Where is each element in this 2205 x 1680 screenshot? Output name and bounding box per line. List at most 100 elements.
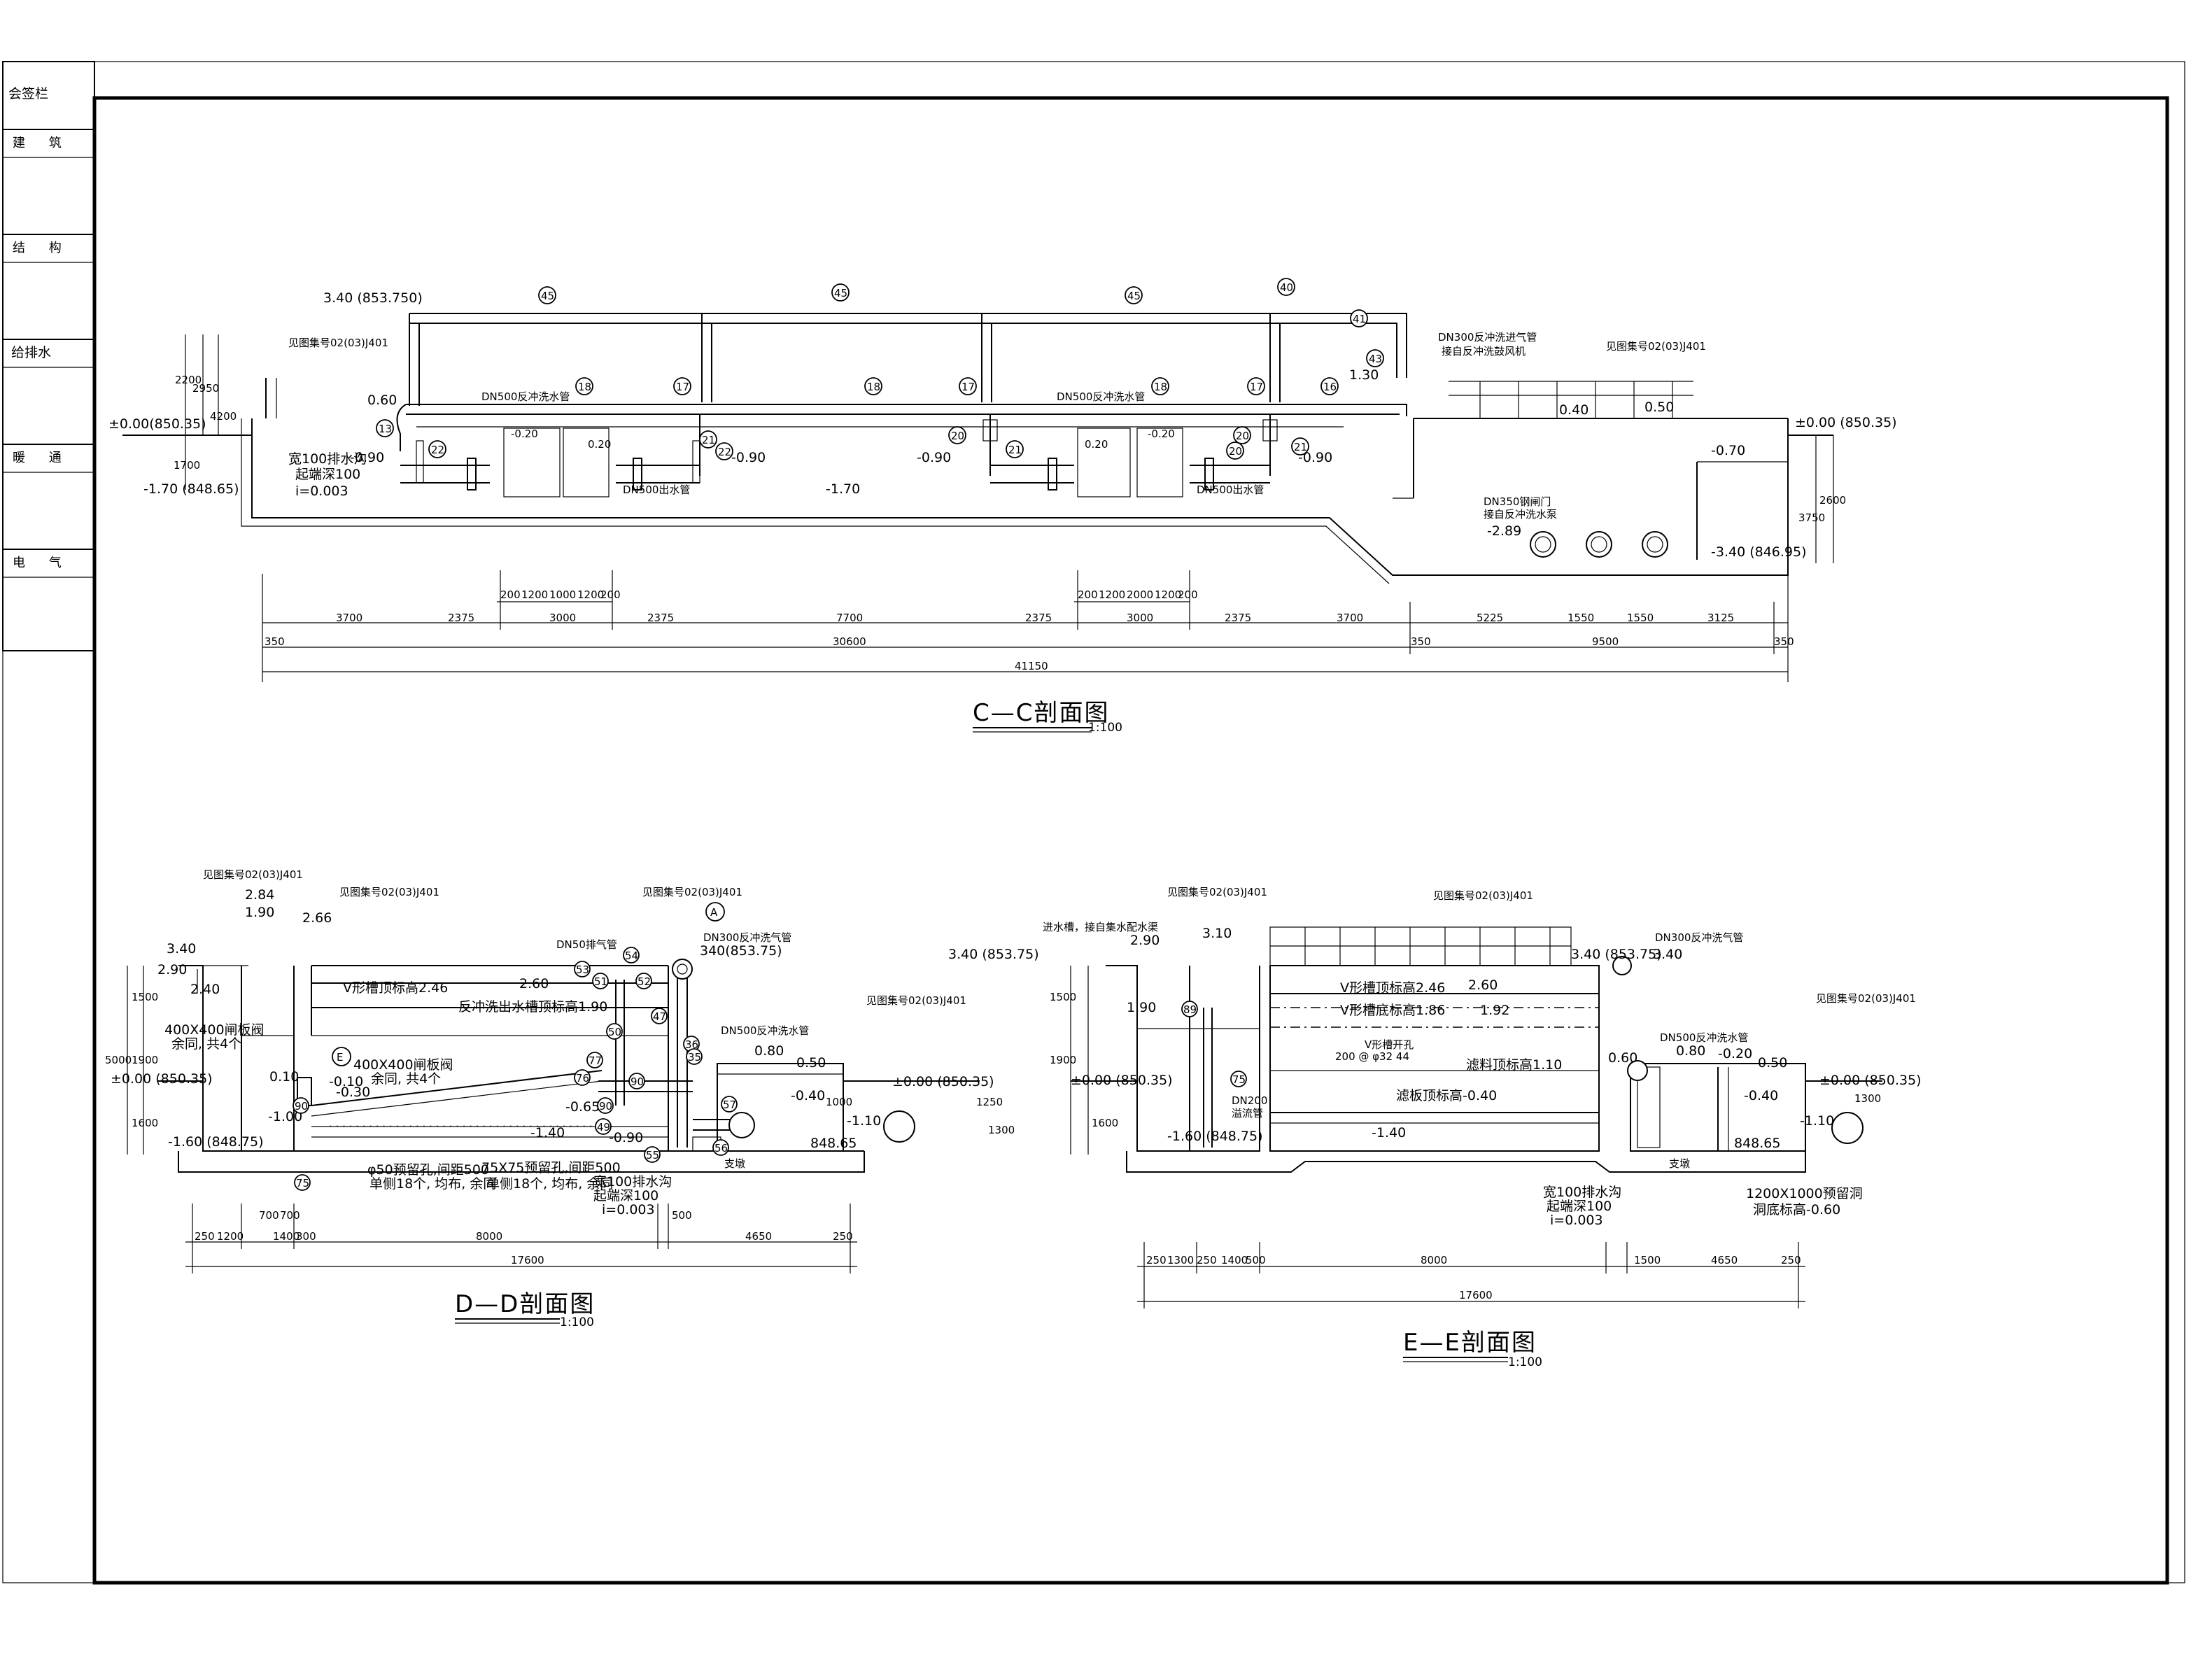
dd-elev: 2.66 xyxy=(302,910,332,926)
cc-callout: 45 xyxy=(831,283,850,302)
cc-dim-mid: 2375 xyxy=(1025,612,1052,624)
dd-note-drain-2: 起端深100 xyxy=(593,1188,658,1203)
dd-elev: -0.40 xyxy=(791,1088,825,1103)
ee-dim-v: 1300 xyxy=(1854,1092,1881,1105)
svg-text:17: 17 xyxy=(961,381,975,393)
dd-callout: 54 xyxy=(623,947,640,963)
ee-scale: 1:100 xyxy=(1508,1355,1542,1369)
dd-callout: 90 xyxy=(293,1097,309,1114)
cc-dim-mid: 2375 xyxy=(647,612,674,624)
dd-callout: 56 xyxy=(712,1139,729,1156)
svg-text:90: 90 xyxy=(630,1075,644,1088)
svg-text:43: 43 xyxy=(1369,353,1382,365)
dd-dim-bottom: 500 xyxy=(672,1209,692,1222)
cc-scale: 1:100 xyxy=(1088,721,1122,735)
ee-elev: 0.50 xyxy=(1758,1055,1787,1071)
cc-callout: 45 xyxy=(538,286,556,304)
ee-elev: 848.65 xyxy=(1734,1136,1780,1151)
dd-elev: 848.65 xyxy=(810,1136,857,1151)
dd-scale: 1:100 xyxy=(560,1315,594,1329)
dd-note-support: 支墩 xyxy=(724,1157,745,1170)
ee-note-vslot-hole: V形槽开孔 xyxy=(1365,1038,1414,1051)
ee-title: E—E剖面图 xyxy=(1403,1329,1537,1357)
cc-callout: 17 xyxy=(673,377,691,395)
svg-text:20: 20 xyxy=(1229,445,1242,458)
dd-dim-bottom: 1400 xyxy=(273,1230,300,1243)
dd-elev: -1.10 xyxy=(847,1113,881,1129)
cc-elev: 0.40 xyxy=(1559,402,1588,418)
dd-callout: 77 xyxy=(586,1052,603,1068)
cc-callout: 21 xyxy=(699,430,717,449)
cc-note-ref-right: 见图集号02(03)J401 xyxy=(1606,340,1706,353)
svg-text:45: 45 xyxy=(1127,290,1141,302)
section-dd: · · · · · · · · · · · · · · · · · · · · … xyxy=(105,868,1015,1329)
cc-note-dn500-wash: DN500反冲洗水管 xyxy=(481,390,570,403)
cc-elev: -2.89 xyxy=(1487,523,1521,539)
cc-callout: 43 xyxy=(1366,349,1384,367)
ee-note-hole: 1200X1000预留洞 xyxy=(1746,1186,1863,1201)
sheet-frame xyxy=(2,61,2185,1585)
dd-nozzle-dots: · · · · · · · · · · · · · · · · · · · · … xyxy=(329,1120,612,1133)
svg-text:17: 17 xyxy=(676,381,689,393)
svg-text:76: 76 xyxy=(576,1072,589,1085)
section-cc: 2200 2950 4200 1700 2600 3750 3.40 (853.… xyxy=(108,278,1897,735)
sidebar-row-sign: 会签栏 xyxy=(8,86,48,101)
ee-elev: 1.92 xyxy=(1480,1003,1509,1018)
ee-note-vslot-bottom: V形槽底标高1.86 xyxy=(1340,1003,1445,1018)
dd-elev: 0.50 xyxy=(796,1055,826,1071)
dd-dim-total: 17600 xyxy=(511,1254,544,1266)
svg-text:50: 50 xyxy=(608,1026,621,1038)
dd-note-gate-d: 余同, 共4个 xyxy=(371,1071,441,1087)
ee-elev: ±0.00 (850.35) xyxy=(1071,1073,1173,1088)
svg-text:45: 45 xyxy=(834,287,847,299)
svg-text:57: 57 xyxy=(723,1099,736,1111)
cc-elev: -0.90 xyxy=(731,450,766,465)
svg-text:21: 21 xyxy=(1294,441,1307,453)
dd-elev: 0.80 xyxy=(754,1043,784,1059)
ee-dim-total: 17600 xyxy=(1459,1289,1493,1301)
ee-elev: -1.40 xyxy=(1372,1125,1406,1141)
dd-elev: ±0.00 (850.35) xyxy=(892,1074,994,1089)
svg-text:49: 49 xyxy=(597,1121,610,1134)
dd-elev: ±0.00 (850.35) xyxy=(111,1071,213,1087)
ee-note-dn300: DN300反冲洗气管 xyxy=(1655,931,1743,944)
dd-callout: 50 xyxy=(606,1023,623,1040)
dd-elev: 3.40 xyxy=(167,941,196,957)
svg-text:89: 89 xyxy=(1183,1003,1197,1016)
dd-note-dn50: DN50排气管 xyxy=(556,938,617,951)
ee-note-ref: 见图集号02(03)J401 xyxy=(1816,992,1916,1005)
cc-dim-low: 350 xyxy=(265,635,285,648)
sidebar-row-plumbing: 给排水 xyxy=(11,345,51,360)
cc-elev-ground-left: ±0.00(850.35) xyxy=(108,416,206,432)
ee-note-dn200-b: 溢流管 xyxy=(1232,1107,1263,1120)
dd-title: D—D剖面图 xyxy=(455,1290,595,1318)
dd-callout: 52 xyxy=(635,973,652,989)
ee-dim-bottom: 1500 xyxy=(1634,1254,1661,1266)
sidebar-row-hvac: 暖 通 xyxy=(13,451,71,465)
cc-elev: -1.70 xyxy=(826,481,860,497)
cc-dim-top: 200 xyxy=(1078,588,1098,601)
ee-elev: 1.90 xyxy=(1127,1000,1156,1015)
cc-elev: -0.90 xyxy=(1298,450,1332,465)
dd-callout: E xyxy=(332,1047,351,1066)
ee-dim-bottom: 4650 xyxy=(1711,1254,1738,1266)
svg-text:22: 22 xyxy=(431,444,444,456)
cc-callout: 45 xyxy=(1125,286,1143,304)
dd-elev: -0.65 xyxy=(565,1099,600,1115)
ee-elev: -1.10 xyxy=(1800,1113,1834,1129)
dd-callout: A xyxy=(705,902,725,922)
cc-elev: -0.90 xyxy=(350,450,384,465)
ee-dim-bottom: 1400 xyxy=(1221,1254,1248,1266)
dd-note-gate-c: 400X400闸板阀 xyxy=(353,1057,453,1073)
cc-dim-v: 2200 xyxy=(175,374,202,386)
svg-text:47: 47 xyxy=(653,1010,666,1023)
dd-dim-v: 5000 xyxy=(105,1054,132,1066)
cc-dim-v: 1700 xyxy=(174,459,200,472)
svg-text:53: 53 xyxy=(576,963,589,976)
dd-elev: 2.60 xyxy=(519,976,549,991)
svg-text:16: 16 xyxy=(1323,381,1337,393)
dd-note-drain-3: i=0.003 xyxy=(602,1202,655,1217)
svg-text:35: 35 xyxy=(688,1051,701,1064)
cc-note-dn500-out: DN500出水管 xyxy=(623,483,690,496)
dd-elev: -1.60 (848.75) xyxy=(168,1134,264,1150)
